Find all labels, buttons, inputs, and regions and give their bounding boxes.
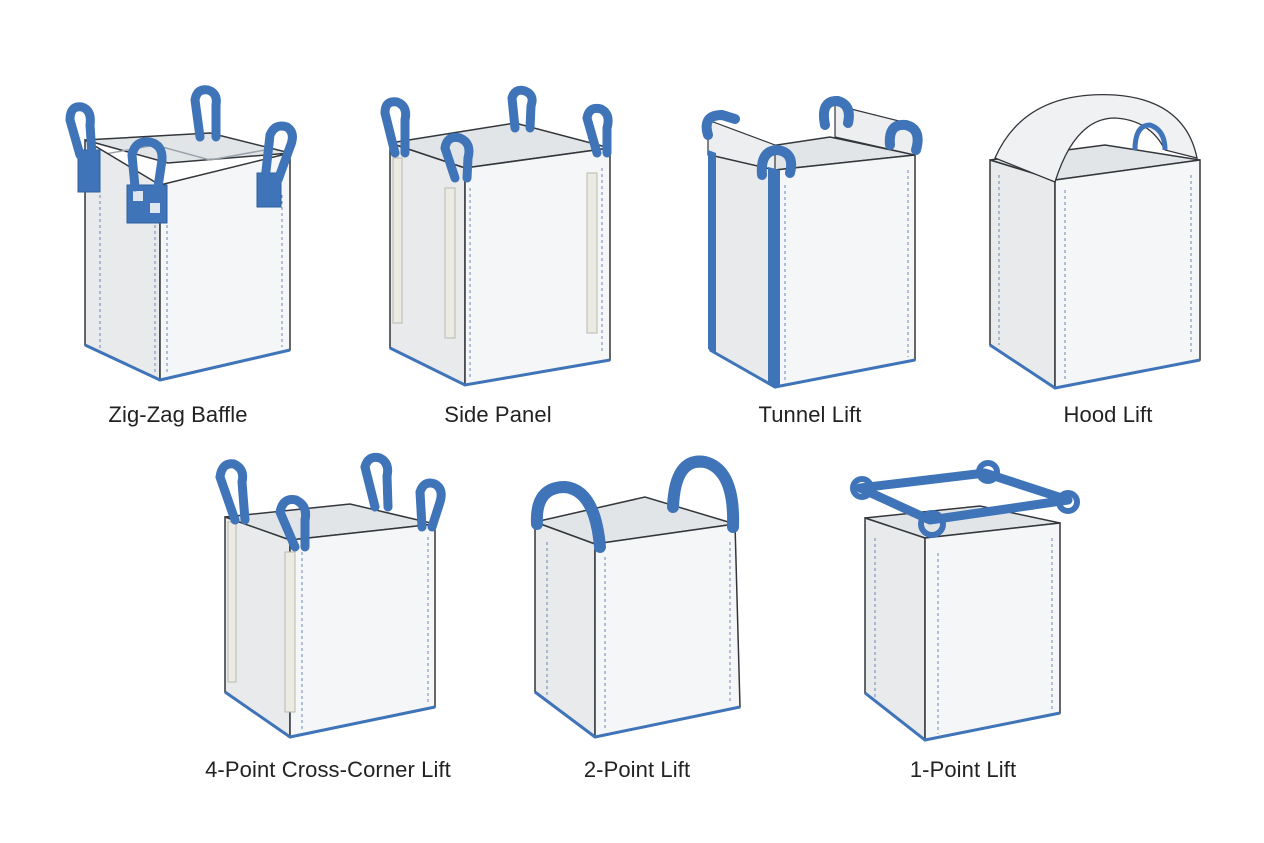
bag-label-side-panel: Side Panel — [444, 402, 552, 427]
two-point-lift-bag-icon — [525, 452, 755, 742]
bag-label-tunnel-lift: Tunnel Lift — [758, 402, 862, 427]
side-panel-bag-icon — [375, 85, 625, 388]
tunnel-lift-bag-icon — [700, 95, 930, 395]
cross-corner-lift-bag-icon — [210, 452, 450, 742]
zig-zag-baffle-bag-icon — [60, 85, 310, 385]
bag-label-one-point-lift: 1-Point Lift — [909, 757, 1017, 782]
one-point-lift-bag-icon — [850, 458, 1080, 748]
hood-lift-bag-icon — [985, 90, 1210, 390]
bag-label-hood-lift: Hood Lift — [1063, 402, 1153, 427]
bag-label-zig-zag-baffle: Zig-Zag Baffle — [108, 402, 248, 427]
bag-label-two-point-lift: 2-Point Lift — [583, 757, 691, 782]
bag-label-cross-corner-lift: 4-Point Cross-Corner Lift — [205, 757, 451, 782]
